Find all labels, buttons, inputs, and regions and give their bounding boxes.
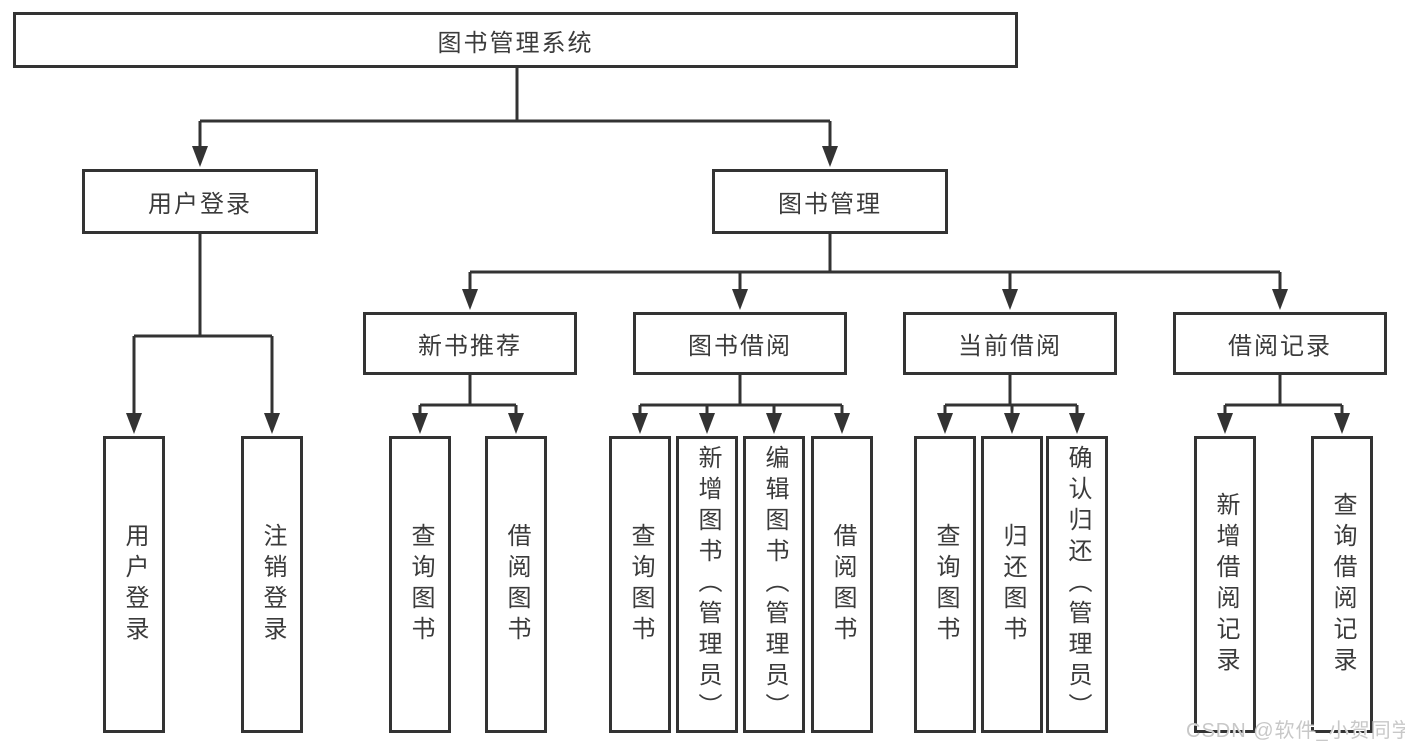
leaf-logout-label: 注销登录 [259, 522, 286, 647]
leaf-borrow-query-book: 查询图书 [609, 436, 671, 733]
leaf-current-query-book: 查询图书 [914, 436, 976, 733]
leaf-current-confirm-return-admin-label: 确认归还（管理员） [1064, 445, 1091, 724]
leaf-record-query-borrow-record: 查询借阅记录 [1311, 436, 1373, 733]
node-user-login: 用户登录 [82, 169, 318, 234]
node-book-borrowing: 图书借阅 [633, 312, 847, 375]
leaf-current-query-book-label: 查询图书 [932, 522, 959, 647]
node-new-book-recommend-label: 新书推荐 [418, 333, 522, 360]
leaf-borrow-borrow-book-label: 借阅图书 [829, 522, 856, 647]
arrowheads [126, 146, 1350, 434]
csdn-watermark: CSDN @软件_小贺同学 [1186, 720, 1405, 742]
leaf-record-add-borrow-record: 新增借阅记录 [1194, 436, 1256, 733]
node-library-system: 图书管理系统 [13, 12, 1018, 68]
leaf-borrow-edit-book-admin: 编辑图书（管理员） [743, 436, 805, 733]
node-borrow-records-label: 借阅记录 [1228, 333, 1332, 360]
leaf-borrow-add-book-admin-label: 新增图书（管理员） [694, 445, 721, 724]
leaf-recommend-query-book-label: 查询图书 [407, 522, 434, 647]
node-user-login-label: 用户登录 [148, 191, 252, 218]
leaf-current-return-book-label: 归还图书 [999, 522, 1026, 647]
leaf-record-query-borrow-record-label: 查询借阅记录 [1329, 491, 1356, 678]
leaf-user-login-label: 用户登录 [121, 522, 148, 647]
leaf-borrow-edit-book-admin-label: 编辑图书（管理员） [761, 445, 788, 724]
node-book-borrowing-label: 图书借阅 [688, 333, 792, 360]
leaf-user-login: 用户登录 [103, 436, 165, 733]
node-current-borrowing-label: 当前借阅 [958, 333, 1062, 360]
leaf-recommend-borrow-book-label: 借阅图书 [503, 522, 530, 647]
leaf-record-add-borrow-record-label: 新增借阅记录 [1212, 491, 1239, 678]
node-borrow-records: 借阅记录 [1173, 312, 1387, 375]
leaf-recommend-borrow-book: 借阅图书 [485, 436, 547, 733]
leaf-recommend-query-book: 查询图书 [389, 436, 451, 733]
node-book-management: 图书管理 [712, 169, 948, 234]
node-current-borrowing: 当前借阅 [903, 312, 1117, 375]
leaf-borrow-add-book-admin: 新增图书（管理员） [676, 436, 738, 733]
leaf-logout: 注销登录 [241, 436, 303, 733]
leaf-current-return-book: 归还图书 [981, 436, 1043, 733]
leaf-borrow-query-book-label: 查询图书 [627, 522, 654, 647]
leaf-borrow-borrow-book: 借阅图书 [811, 436, 873, 733]
leaf-current-confirm-return-admin: 确认归还（管理员） [1046, 436, 1108, 733]
node-book-management-label: 图书管理 [778, 191, 882, 218]
node-library-system-label: 图书管理系统 [437, 29, 594, 57]
node-new-book-recommend: 新书推荐 [363, 312, 577, 375]
